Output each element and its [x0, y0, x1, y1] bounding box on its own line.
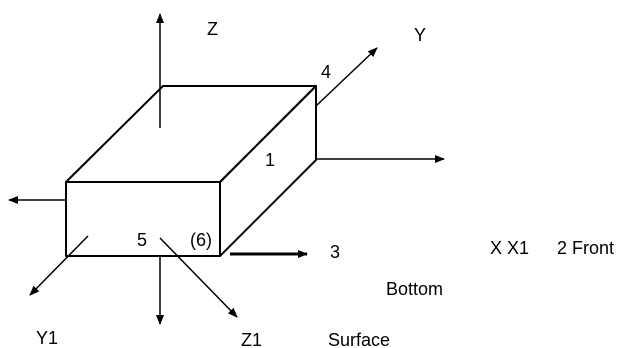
box-top-face [65, 85, 317, 183]
z-axis-label: Z [207, 19, 218, 39]
y1-axis-arrow [29, 235, 89, 296]
face-4-label: 4 [321, 62, 331, 82]
face-5-label: 5 [137, 230, 147, 250]
face-6-label: (6) [190, 230, 212, 250]
box [65, 85, 317, 257]
z1-axis-arrow [159, 237, 238, 318]
box-right-face [219, 85, 317, 257]
axes [8, 13, 445, 325]
y-axis-label: Y [414, 25, 426, 45]
box-front-face [65, 181, 221, 257]
y-axis-arrow [315, 47, 378, 107]
surface-label: Surface [328, 330, 390, 348]
y1-axis-label: Y1 [36, 328, 58, 348]
z1-axis-label: Z1 [241, 330, 262, 348]
face-3-label: 3 [330, 242, 340, 262]
face-2-front-label: 2 Front [557, 238, 614, 258]
face-1-label: 1 [265, 150, 275, 170]
bottom-label: Bottom [386, 279, 443, 299]
x-x1-label: X X1 [490, 238, 529, 258]
labels: Z Y 4 1 5 (6) 3 X X1 2 Front Bottom Y1 Z… [36, 19, 614, 348]
